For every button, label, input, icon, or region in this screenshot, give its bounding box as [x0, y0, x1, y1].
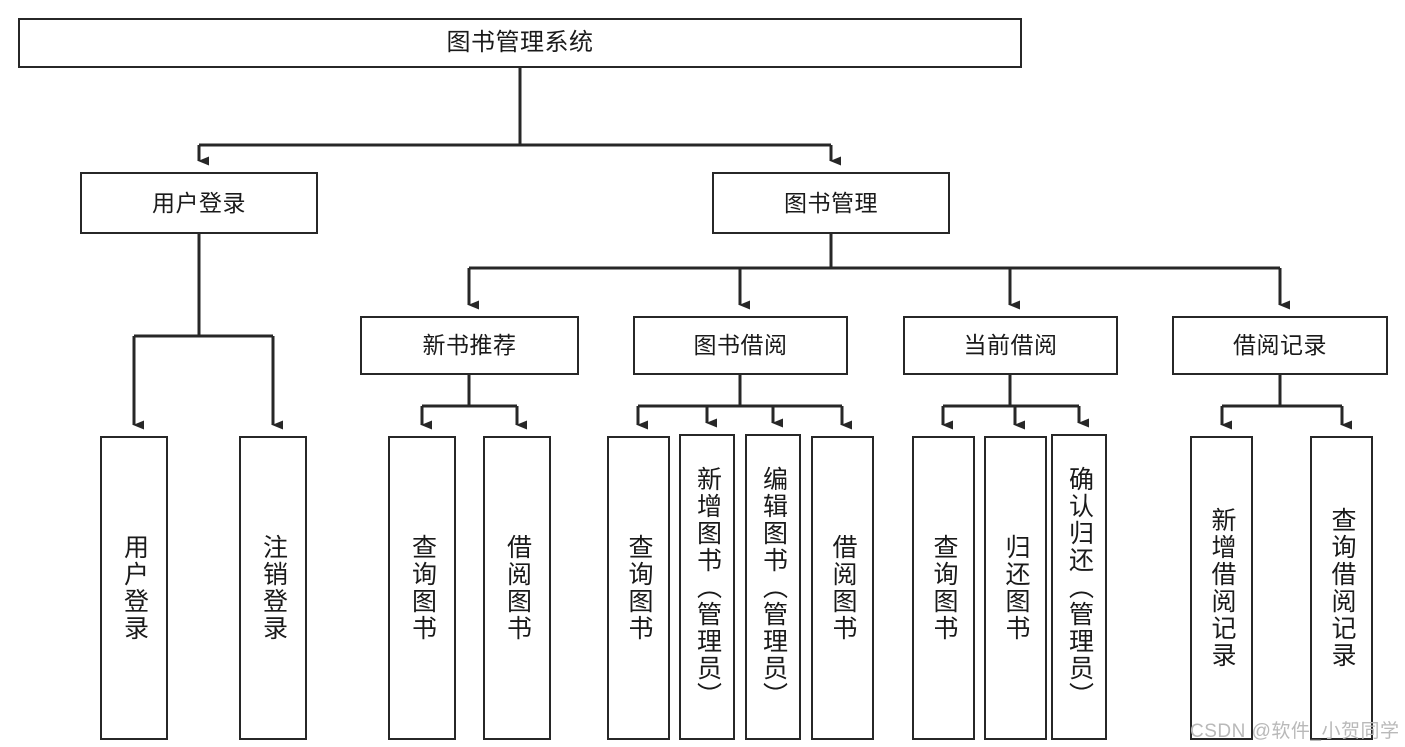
- node-book-manage-label: 图书管理: [784, 189, 878, 216]
- node-leaf-edit-book[interactable]: 编辑图书（管理员）: [745, 434, 801, 740]
- node-user-login-label: 用户登录: [152, 189, 246, 216]
- node-leaf-query-book-3[interactable]: 查询图书: [912, 436, 975, 740]
- node-leaf-return-book-label: 归还图书: [1002, 534, 1030, 642]
- node-root[interactable]: 图书管理系统: [18, 18, 1022, 68]
- node-current-borrow[interactable]: 当前借阅: [903, 316, 1118, 375]
- node-book-borrow[interactable]: 图书借阅: [633, 316, 848, 375]
- node-leaf-add-borrow-record-label: 新增借阅记录: [1208, 507, 1236, 669]
- node-leaf-query-book-3-label: 查询图书: [930, 534, 958, 642]
- node-leaf-user-login[interactable]: 用户登录: [100, 436, 168, 740]
- node-leaf-confirm-return-label: 确认归还（管理员）: [1065, 465, 1094, 709]
- node-root-label: 图书管理系统: [446, 29, 594, 57]
- node-leaf-add-borrow-record[interactable]: 新增借阅记录: [1190, 436, 1253, 740]
- node-leaf-edit-book-label: 编辑图书（管理员）: [759, 465, 788, 709]
- node-leaf-query-book-1[interactable]: 查询图书: [388, 436, 456, 740]
- node-borrow-record-label: 借阅记录: [1233, 332, 1327, 359]
- node-new-book-recommend[interactable]: 新书推荐: [360, 316, 579, 375]
- node-book-manage[interactable]: 图书管理: [712, 172, 950, 234]
- node-leaf-logout-label: 注销登录: [259, 534, 288, 642]
- node-leaf-logout[interactable]: 注销登录: [239, 436, 307, 740]
- node-leaf-add-book[interactable]: 新增图书（管理员）: [679, 434, 735, 740]
- node-leaf-borrow-book-2[interactable]: 借阅图书: [811, 436, 874, 740]
- node-leaf-add-book-label: 新增图书（管理员）: [693, 465, 722, 709]
- node-borrow-record[interactable]: 借阅记录: [1172, 316, 1388, 375]
- node-current-borrow-label: 当前借阅: [963, 332, 1058, 359]
- csdn-watermark: CSDN @软件_小贺同学: [1190, 721, 1400, 742]
- node-leaf-confirm-return[interactable]: 确认归还（管理员）: [1051, 434, 1107, 740]
- node-leaf-query-book-1-label: 查询图书: [408, 534, 437, 642]
- node-leaf-borrow-book-2-label: 借阅图书: [829, 534, 857, 642]
- node-leaf-query-borrow-record-label: 查询借阅记录: [1328, 507, 1356, 669]
- node-leaf-query-book-2-label: 查询图书: [625, 534, 653, 642]
- node-leaf-query-book-2[interactable]: 查询图书: [607, 436, 670, 740]
- node-user-login[interactable]: 用户登录: [80, 172, 318, 234]
- node-new-book-recommend-label: 新书推荐: [422, 332, 517, 359]
- node-leaf-borrow-book-1-label: 借阅图书: [503, 534, 532, 642]
- node-leaf-query-borrow-record[interactable]: 查询借阅记录: [1310, 436, 1373, 740]
- node-leaf-borrow-book-1[interactable]: 借阅图书: [483, 436, 551, 740]
- node-book-borrow-label: 图书借阅: [693, 332, 788, 359]
- node-leaf-user-login-label: 用户登录: [120, 534, 149, 642]
- node-leaf-return-book[interactable]: 归还图书: [984, 436, 1047, 740]
